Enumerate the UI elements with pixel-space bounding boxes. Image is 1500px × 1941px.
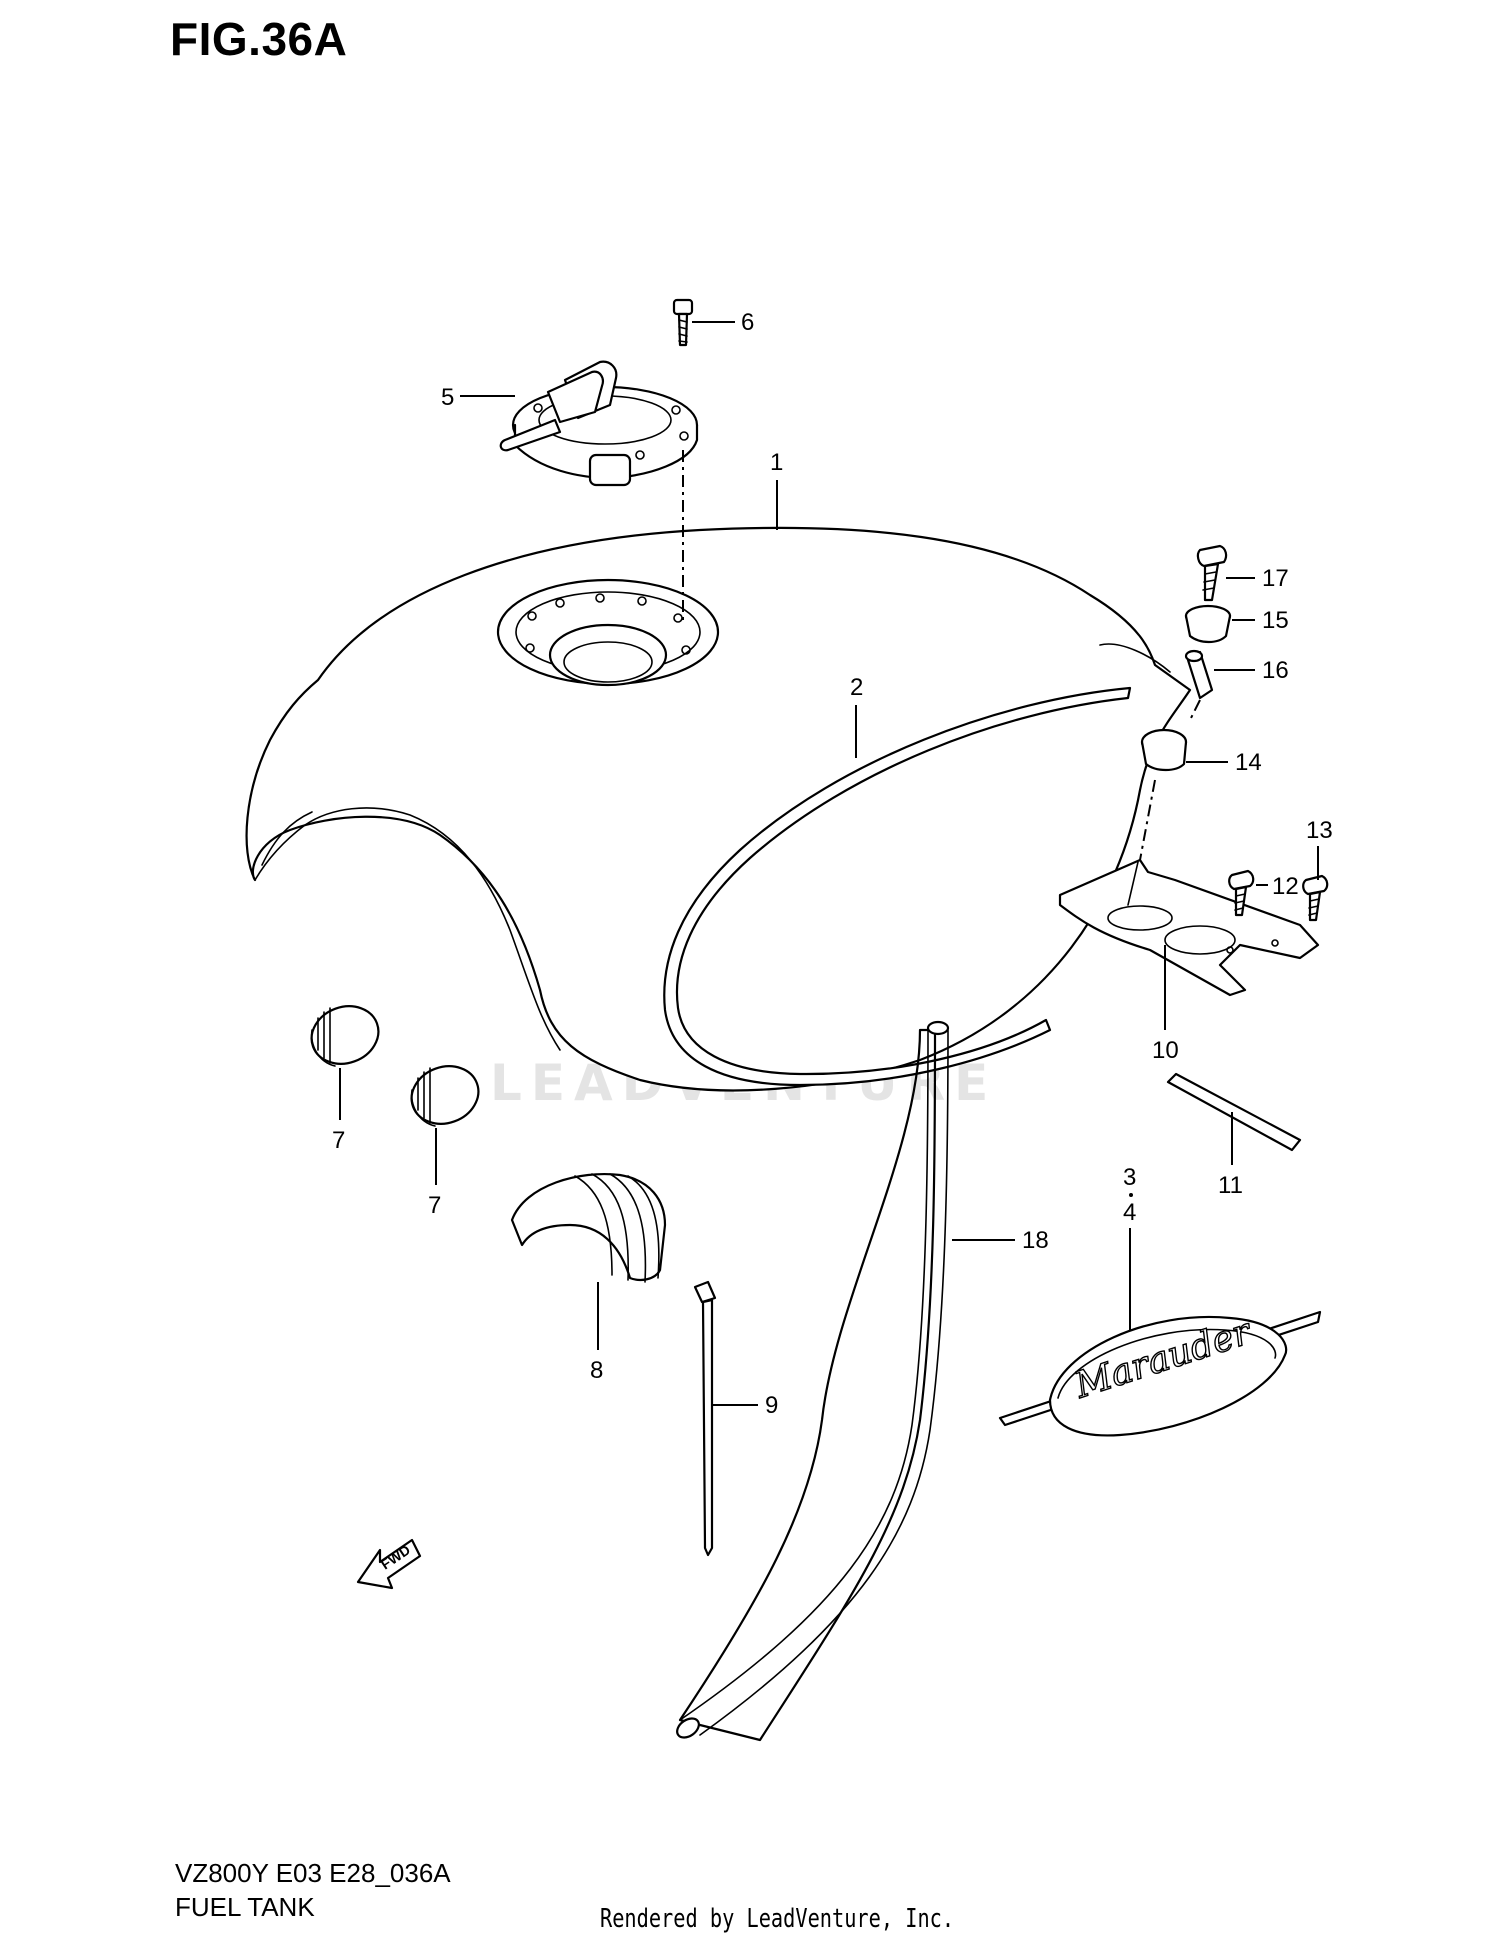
callout-5: 5 — [441, 384, 454, 411]
callout-8: 8 — [590, 1357, 603, 1384]
cap-part-7b[interactable] — [403, 1057, 486, 1133]
callout-18: 18 — [1022, 1227, 1049, 1254]
callout-15: 15 — [1262, 607, 1289, 634]
callout-3: 3 — [1123, 1164, 1136, 1191]
hose-part-18[interactable] — [674, 1020, 950, 1742]
fuel-cap-part-5[interactable] — [499, 360, 699, 487]
tank-trim-part-2[interactable] — [663, 686, 1132, 1087]
callout-2: 2 — [850, 674, 863, 701]
callout-9: 9 — [765, 1392, 778, 1419]
cable-tie-part-9[interactable] — [693, 1280, 717, 1557]
model-code: VZ800Y E03 E28_036A — [175, 1858, 451, 1888]
callout-7b: 7 — [428, 1192, 441, 1219]
fwd-arrow-icon: FWD — [356, 1538, 422, 1590]
callout-17: 17 — [1262, 565, 1289, 592]
callout-6: 6 — [741, 309, 754, 336]
callout-separator-dot — [1129, 1193, 1133, 1197]
callout-11: 11 — [1218, 1172, 1243, 1199]
emblem-part-3-4[interactable]: Marauder — [998, 1310, 1322, 1437]
bolt-part-12[interactable] — [1228, 869, 1255, 917]
callout-1: 1 — [770, 449, 783, 476]
assembly-line-mount — [1139, 779, 1156, 861]
callout-14: 14 — [1235, 749, 1262, 776]
rendered-by-credit: Rendered by LeadVenture, Inc. — [600, 1904, 955, 1934]
cap-part-7a[interactable] — [303, 997, 386, 1073]
screw-part-6[interactable] — [672, 298, 694, 347]
fuel-tank-part-1[interactable] — [245, 526, 1192, 1092]
bolt-part-17[interactable] — [1196, 544, 1228, 602]
callout-12: 12 — [1272, 873, 1299, 900]
callout-16: 16 — [1262, 657, 1289, 684]
bracket-part-10[interactable] — [1058, 858, 1320, 997]
callout-13: 13 — [1306, 817, 1333, 844]
collar-part-16[interactable] — [1184, 649, 1214, 700]
cushion-part-8[interactable] — [510, 1173, 667, 1283]
callout-4: 4 — [1123, 1199, 1136, 1226]
strip-part-11[interactable] — [1166, 1072, 1302, 1152]
callout-leaders — [339, 321, 1319, 1406]
bolt-part-13[interactable] — [1302, 874, 1329, 922]
callout-10: 10 — [1152, 1037, 1179, 1064]
cushion-part-15[interactable] — [1184, 604, 1232, 644]
callout-labels: 1 2 3 4 5 6 7 7 8 9 10 11 12 13 14 15 16… — [332, 309, 1333, 1419]
cushion-part-14[interactable] — [1140, 728, 1188, 772]
figure-caption: FUEL TANK — [175, 1892, 315, 1922]
figure-title: FIG.36A — [170, 13, 348, 65]
callout-7a: 7 — [332, 1127, 345, 1154]
